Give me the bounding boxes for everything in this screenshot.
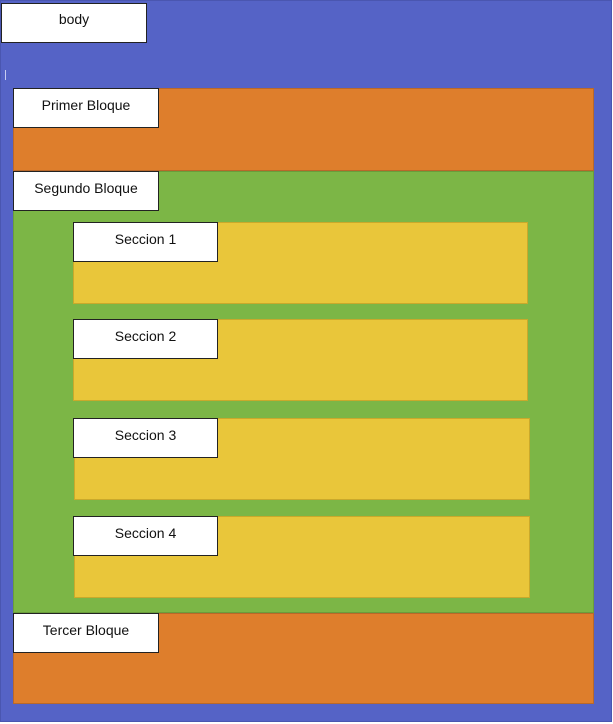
segundo-bloque-label: Segundo Bloque bbox=[13, 171, 159, 211]
cursor-mark bbox=[5, 70, 6, 80]
body-label: body bbox=[1, 3, 147, 43]
primer-bloque-label: Primer Bloque bbox=[13, 88, 159, 128]
seccion-2-label: Seccion 2 bbox=[73, 319, 218, 359]
seccion-4-label: Seccion 4 bbox=[73, 516, 218, 556]
tercer-bloque-label: Tercer Bloque bbox=[13, 613, 159, 653]
seccion-3-label: Seccion 3 bbox=[73, 418, 218, 458]
seccion-1-label: Seccion 1 bbox=[73, 222, 218, 262]
